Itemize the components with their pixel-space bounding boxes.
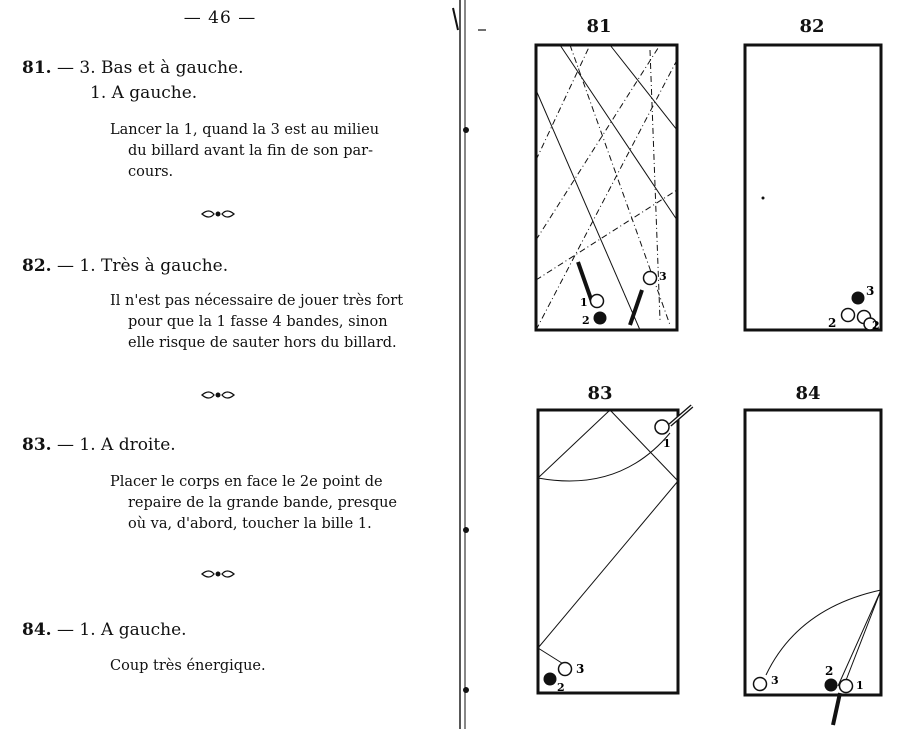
ball-label: 1 bbox=[856, 679, 864, 692]
entry-title: — 1. Très à gauche. bbox=[51, 256, 229, 276]
entry-number: 84. bbox=[22, 620, 52, 640]
ball-label: 2 bbox=[825, 664, 833, 678]
ball-label: 1 bbox=[580, 296, 588, 309]
ball-label: 2 bbox=[828, 316, 836, 330]
ball-label: 2 bbox=[582, 314, 590, 327]
ball-label: 3 bbox=[576, 662, 584, 676]
ball-label: 1 bbox=[663, 437, 671, 450]
entry-number: 83. bbox=[22, 435, 52, 455]
billiard-diagram-81: 1 2 3 bbox=[534, 43, 679, 332]
entry-heading: 81. — 3. Bas et à gauche. bbox=[22, 58, 244, 78]
entry-text: Lancer la 1, quand la 3 est au milieu du… bbox=[110, 120, 415, 183]
entry-text: Placer le corps en face le 2e point de r… bbox=[110, 472, 415, 535]
entry-heading: 82. — 1. Très à gauche. bbox=[22, 256, 228, 276]
text-line: où va, d'abord, toucher la bille 1. bbox=[128, 516, 372, 532]
entry-title: — 1. A droite. bbox=[51, 435, 176, 455]
flourish-ornament-icon bbox=[201, 570, 235, 578]
entry-text: Coup très énergique. bbox=[110, 656, 415, 677]
binding-margin-rule bbox=[452, 0, 486, 729]
entry-84: 84. — 1. A gauche. Coup très énergique. bbox=[0, 620, 440, 690]
entry-81: 81. — 3. Bas et à gauche. 1. A gauche. L… bbox=[0, 58, 440, 188]
entry-title: — 3. Bas et à gauche. bbox=[51, 58, 244, 78]
ball-label: 2 bbox=[872, 319, 880, 332]
diagram-label: 82 bbox=[799, 16, 825, 37]
entry-heading: 83. — 1. A droite. bbox=[22, 435, 176, 455]
diagram-label: 81 bbox=[586, 16, 612, 37]
entry-82: 82. — 1. Très à gauche. Il n'est pas néc… bbox=[0, 256, 440, 366]
text-line: pour que la 1 fasse 4 bandes, sinon bbox=[128, 314, 388, 330]
text-line: cours. bbox=[128, 164, 174, 180]
entry-heading: 84. — 1. A gauche. bbox=[22, 620, 187, 640]
text-line: du billard avant la fin de son par- bbox=[128, 143, 374, 159]
flourish-ornament-icon bbox=[201, 391, 235, 399]
text-line: repaire de la grande bande, presque bbox=[128, 495, 398, 511]
ball-label: 3 bbox=[866, 284, 874, 298]
entry-number: 81. bbox=[22, 58, 52, 78]
flourish-ornament-icon bbox=[201, 210, 235, 218]
entry-number: 82. bbox=[22, 256, 52, 276]
entry-title: — 1. A gauche. bbox=[51, 620, 187, 640]
billiard-diagram-83: 1 3 2 bbox=[536, 404, 694, 695]
text-line: Coup très énergique. bbox=[110, 658, 266, 674]
ball-label: 3 bbox=[771, 674, 779, 687]
page-number: — 46 — bbox=[183, 8, 257, 28]
billiard-diagram-82: 2 3 2 bbox=[743, 43, 883, 332]
billiard-diagram-84: 3 2 1 bbox=[743, 408, 883, 726]
diagram-label: 83 bbox=[587, 383, 613, 404]
entry-text: Il n'est pas nécessaire de jouer très fo… bbox=[110, 291, 415, 354]
text-line: Il n'est pas nécessaire de jouer très fo… bbox=[110, 293, 404, 309]
text-line: Lancer la 1, quand la 3 est au milieu bbox=[110, 122, 380, 138]
entry-83: 83. — 1. A droite. Placer le corps en fa… bbox=[0, 435, 440, 545]
ball-label: 2 bbox=[557, 681, 565, 694]
diagram-label: 84 bbox=[795, 383, 821, 404]
text-line: elle risque de sauter hors du billard. bbox=[128, 335, 397, 351]
text-line: Placer le corps en face le 2e point de bbox=[110, 474, 383, 490]
entry-subtitle: 1. A gauche. bbox=[90, 83, 198, 103]
ball-label: 3 bbox=[659, 270, 667, 283]
